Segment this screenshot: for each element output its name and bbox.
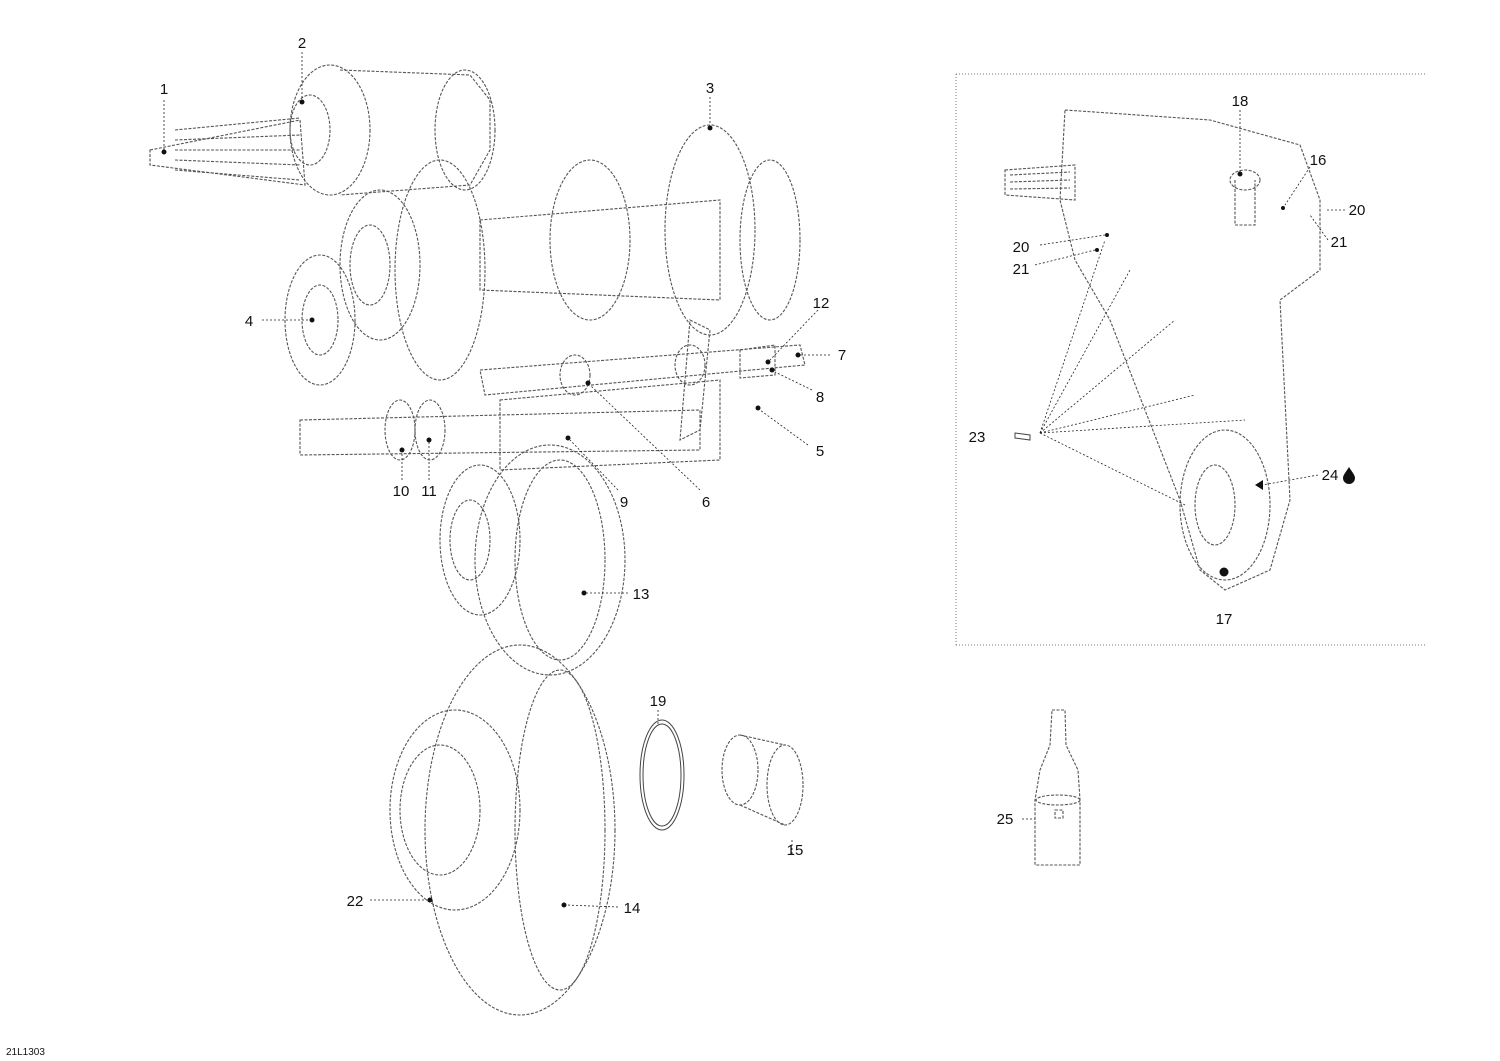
callout-17: 17 <box>1216 611 1233 628</box>
callout-10: 10 <box>393 483 410 500</box>
callout-8: 8 <box>816 389 824 406</box>
gear-assembly-drawing <box>149 64 806 1016</box>
callout-labels: 1 2 3 4 5 6 7 8 9 10 11 12 13 14 15 16 1… <box>160 35 1366 917</box>
callout-1: 1 <box>160 81 168 98</box>
callout-11: 11 <box>421 483 437 500</box>
callout-18: 18 <box>1232 93 1249 110</box>
callout-25: 25 <box>997 811 1014 828</box>
callout-6: 6 <box>702 494 710 511</box>
callout-20-right: 20 <box>1349 202 1366 219</box>
callout-12: 12 <box>813 295 830 312</box>
callout-5: 5 <box>816 443 824 460</box>
callout-2: 2 <box>298 35 306 52</box>
callout-13: 13 <box>633 586 650 603</box>
callout-22: 22 <box>347 893 364 910</box>
callout-15: 15 <box>787 842 804 859</box>
callout-20-left: 20 <box>1013 239 1030 256</box>
callout-3: 3 <box>706 80 714 97</box>
callout-9: 9 <box>620 494 628 511</box>
callout-16: 16 <box>1310 152 1327 169</box>
oil-drop-icon <box>1343 467 1355 484</box>
callout-21-left: 21 <box>1013 261 1030 278</box>
case-assembly-drawing <box>1004 109 1321 591</box>
callout-7: 7 <box>838 347 846 364</box>
callout-4: 4 <box>245 313 253 330</box>
callout-14: 14 <box>624 900 641 917</box>
reference-code: 21L1303 <box>6 1047 45 1058</box>
inset-frame <box>955 73 1425 646</box>
sealant-bottle-drawing <box>1034 709 1081 866</box>
callout-leaders <box>161 52 1345 908</box>
callout-23: 23 <box>969 429 986 446</box>
callout-21-right: 21 <box>1331 234 1348 251</box>
callout-24: 24 <box>1322 467 1339 484</box>
callout-19: 19 <box>650 693 667 710</box>
